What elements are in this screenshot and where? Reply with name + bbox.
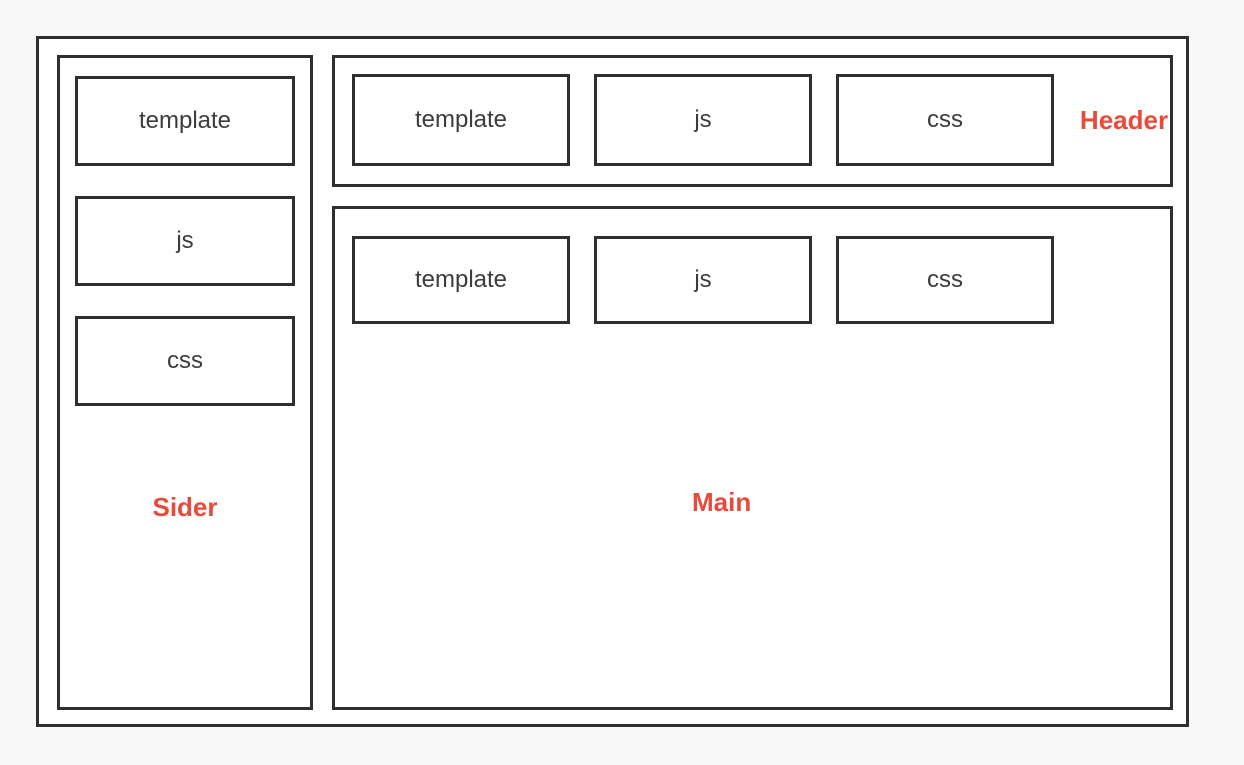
main-box-row: template js css [335,209,1170,324]
layout-diagram-container: template js css Sider template js css He… [36,36,1189,727]
header-box-css: css [836,74,1054,166]
header-section: template js css Header [332,55,1173,187]
sider-box-js: js [75,196,295,286]
main-box-js: js [594,236,812,324]
main-box-template: template [352,236,570,324]
sider-label: Sider [152,492,218,522]
header-label: Header [1079,105,1169,135]
sider-section: template js css Sider [57,55,313,710]
sider-box-css: css [75,316,295,406]
main-box-css: css [836,236,1054,324]
main-section: template js css Main [332,206,1173,710]
sider-box-template: template [75,76,295,166]
header-box-template: template [352,74,570,166]
header-box-js: js [594,74,812,166]
main-label: Main [692,487,752,517]
